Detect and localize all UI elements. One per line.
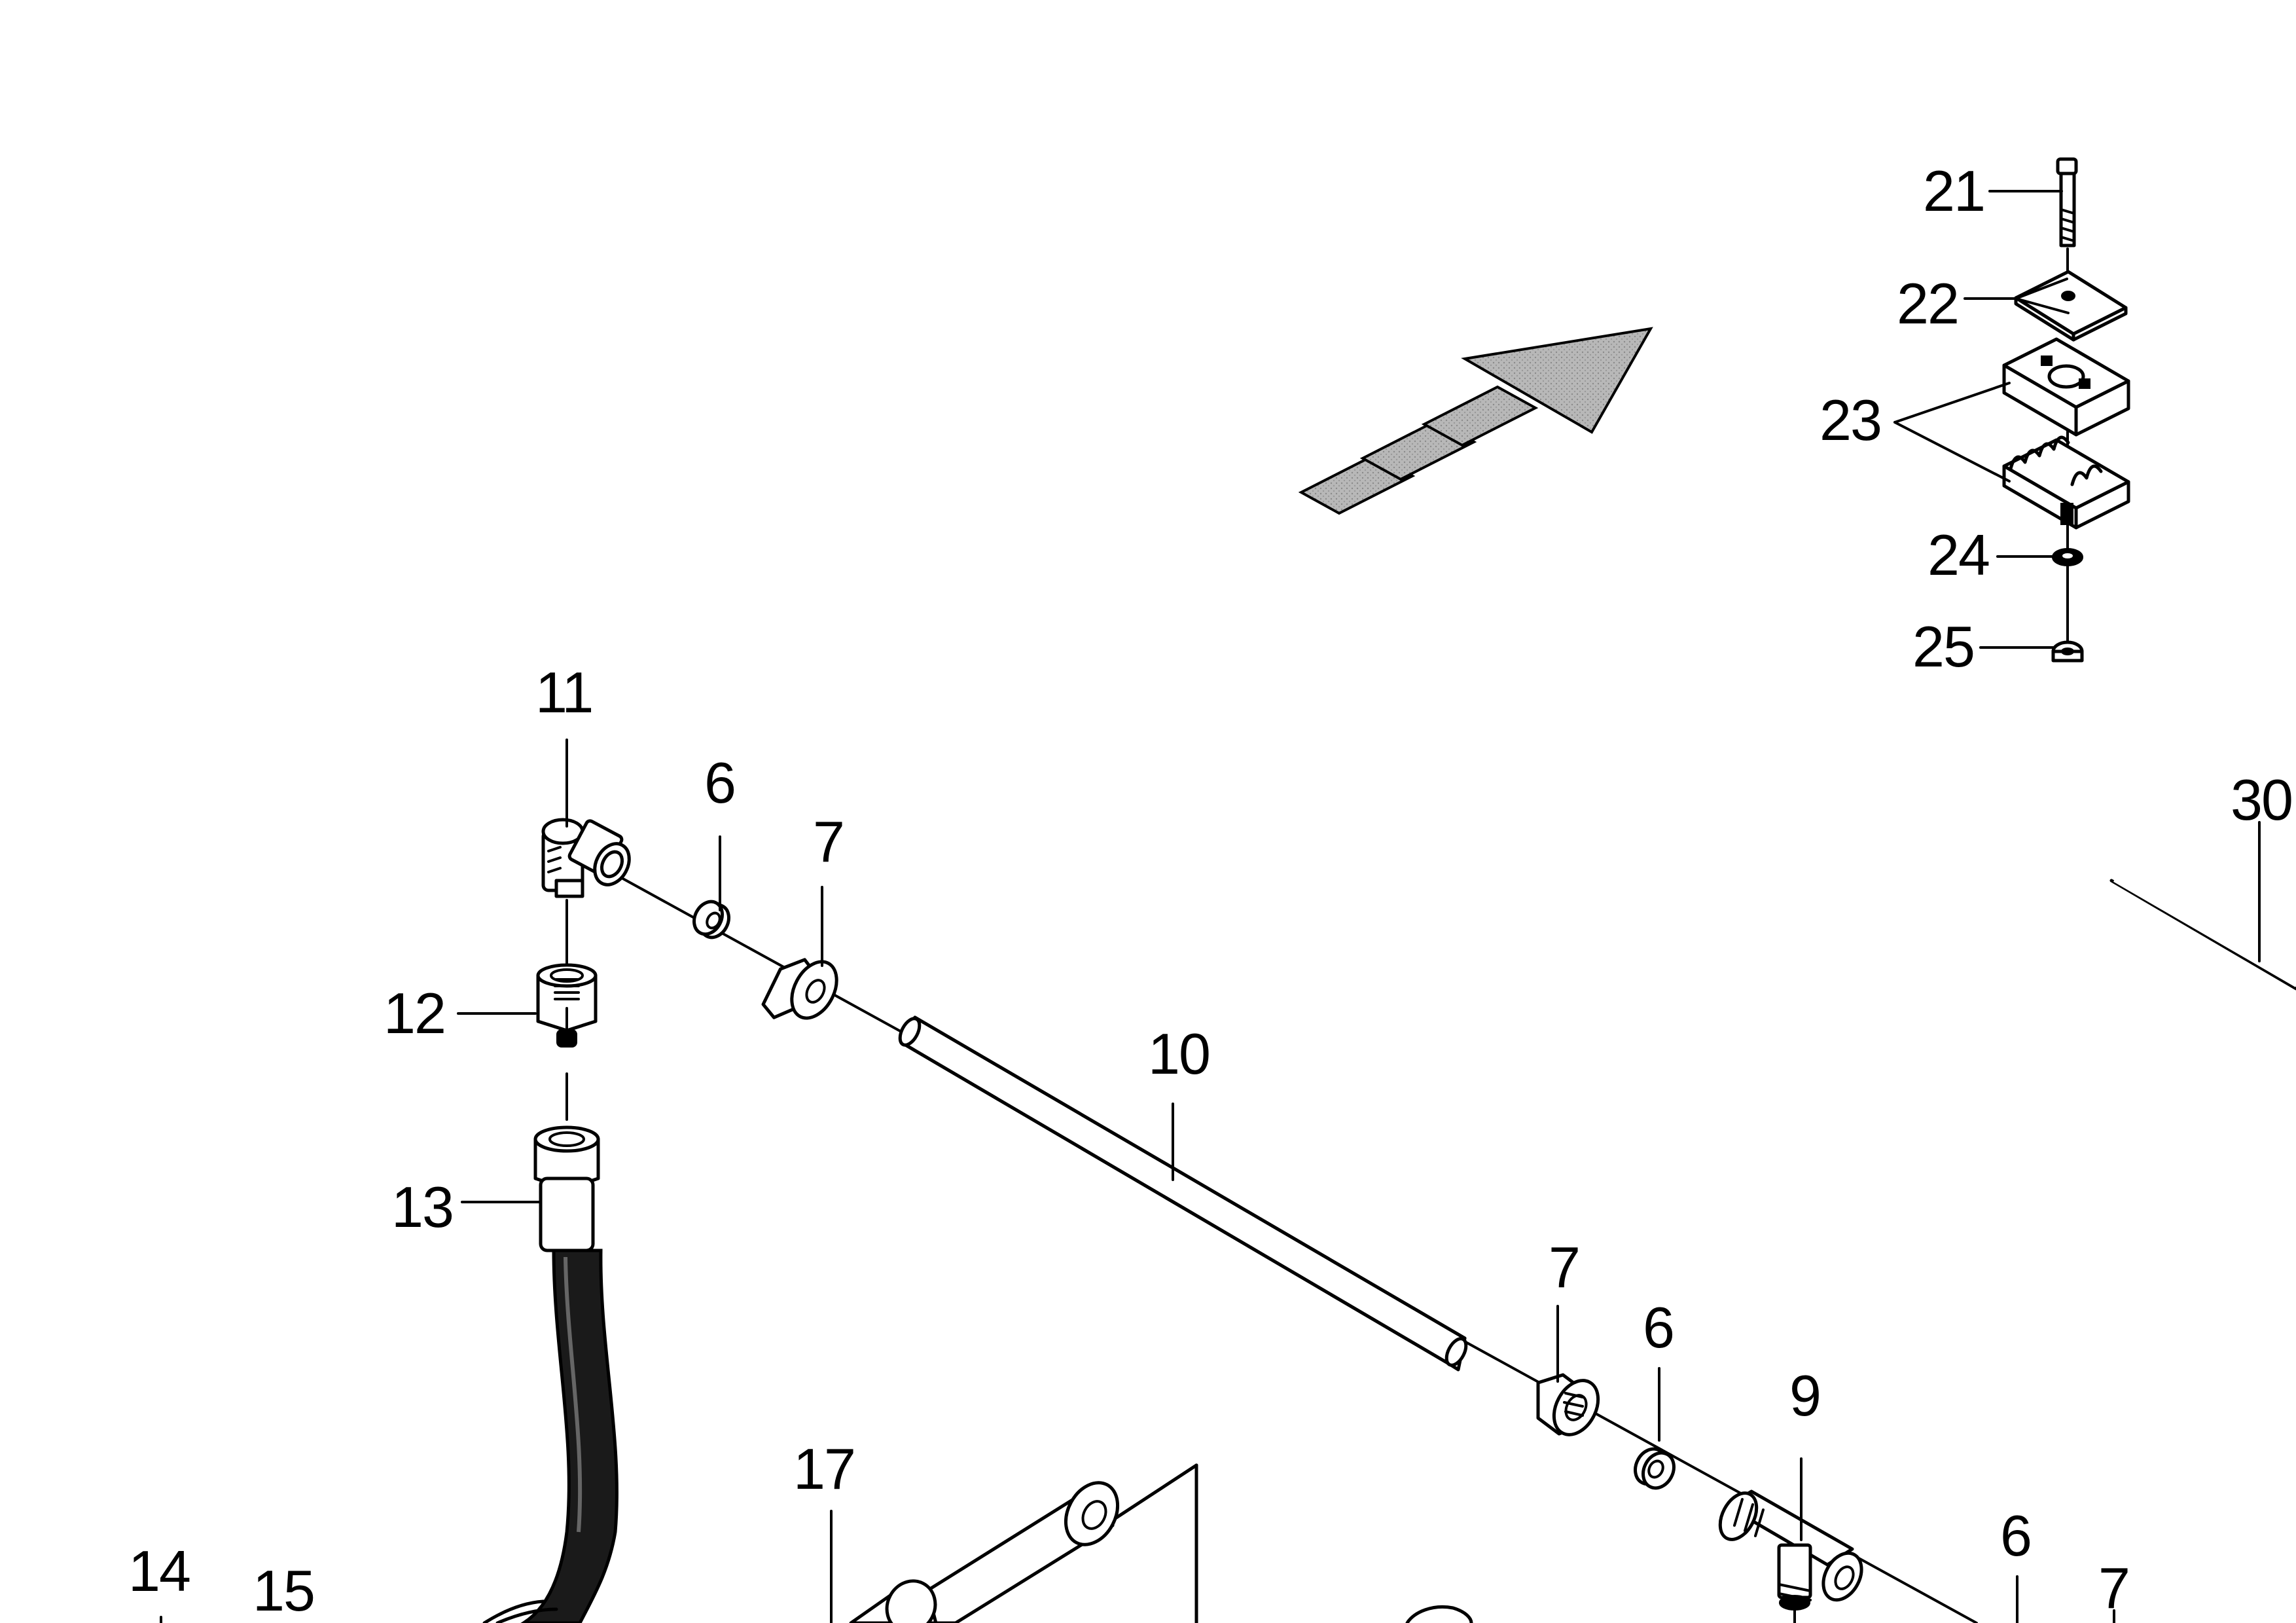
clamp-upper-half-part [2002, 337, 2130, 437]
part-number-13: 13 [391, 1175, 453, 1239]
bracket-part [830, 1463, 1198, 1623]
lower-left-part [160, 1599, 558, 1623]
part-number-6: 6 [2000, 1503, 2031, 1568]
bolt-part [2056, 157, 2078, 247]
clamp-assembly [1893, 157, 2130, 663]
sleeve-part [692, 835, 730, 939]
part-number-24: 24 [1928, 522, 1989, 587]
part-number-7: 7 [1549, 1235, 1579, 1300]
tee-fitting-part [1718, 1457, 1863, 1623]
union-nut-part [761, 886, 838, 1020]
lower-fitting-part [1405, 1605, 1473, 1623]
part-number-6: 6 [1643, 1295, 1674, 1360]
part-number-21: 21 [1923, 158, 1984, 223]
part-number-25: 25 [1912, 614, 1974, 679]
clamp-lower-half-part [2002, 435, 2130, 530]
part-number-15: 15 [253, 1558, 314, 1623]
cover-plate-part [2014, 270, 2128, 342]
part-number-30: 30 [2231, 767, 2292, 832]
union-nut-part [1536, 1305, 1600, 1436]
part-number-22: 22 [1897, 271, 1958, 336]
part-number-17: 17 [793, 1436, 855, 1501]
part-number-7: 7 [813, 809, 844, 874]
part-number-9: 9 [1789, 1363, 1820, 1428]
part-number-23: 23 [1820, 388, 1881, 452]
sleeve-part [1634, 1367, 1676, 1490]
adapter-nut-part [457, 963, 598, 1048]
part-number-7: 7 [2098, 1556, 2129, 1620]
pipe-tube-part [898, 1015, 1468, 1372]
hose-part [461, 1125, 619, 1623]
pipe-part-30 [2109, 821, 2296, 991]
nut-part [2051, 640, 2084, 663]
direction-arrow-icon [1298, 327, 1653, 515]
elbow-fitting-part [541, 739, 631, 898]
washer-part [2052, 548, 2083, 566]
part-number-6: 6 [704, 750, 735, 815]
part-number-10: 10 [1148, 1021, 1210, 1086]
part-number-12: 12 [384, 981, 445, 1046]
part-number-11: 11 [535, 660, 592, 725]
part-number-14: 14 [128, 1539, 190, 1603]
